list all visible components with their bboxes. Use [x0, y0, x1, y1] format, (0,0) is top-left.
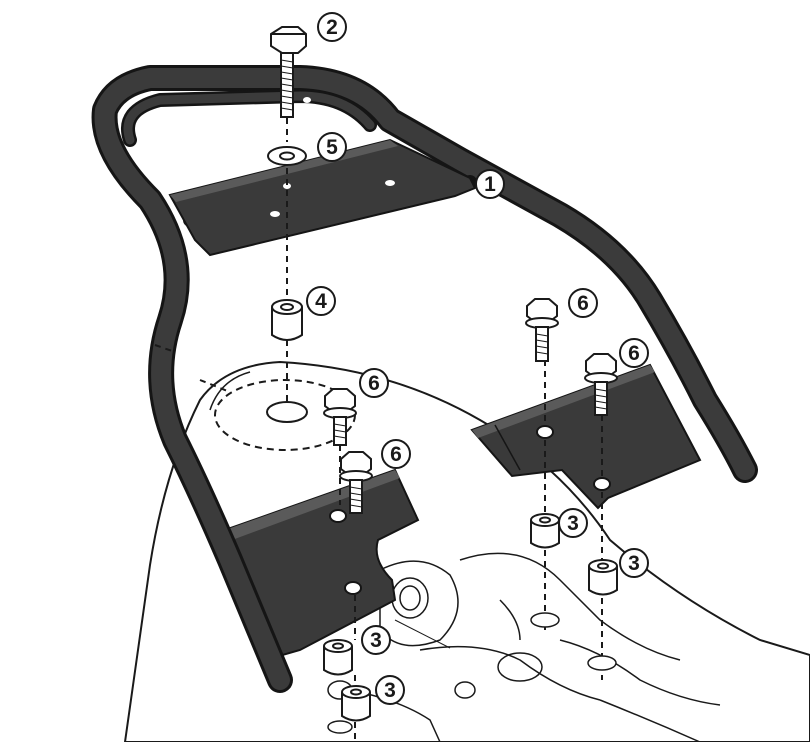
- callout-3a-label: 3: [567, 512, 579, 535]
- callout-6d: 6: [619, 338, 649, 368]
- plate-slot: [385, 180, 395, 186]
- callout-3d-label: 3: [384, 679, 396, 702]
- callout-3b: 3: [619, 548, 649, 578]
- callout-3d: 3: [375, 675, 405, 705]
- callout-4: 4: [306, 286, 336, 316]
- flange-bolt: [339, 451, 373, 514]
- plate-slot: [270, 211, 280, 217]
- rack-top-plate: [144, 97, 477, 257]
- callout-6d-label: 6: [628, 342, 640, 365]
- flange-bolt: [323, 388, 357, 446]
- callout-1-label: 1: [484, 173, 496, 196]
- callout-3b-label: 3: [628, 552, 640, 575]
- flange-bolt: [584, 353, 618, 416]
- spacer-short: [588, 559, 618, 596]
- callout-5: 5: [317, 132, 347, 162]
- frame-chain: [394, 619, 451, 649]
- callout-2-label: 2: [326, 16, 338, 39]
- callout-3c-label: 3: [370, 629, 382, 652]
- spacer-tall: [271, 299, 303, 341]
- callout-6c-label: 6: [577, 292, 589, 315]
- callout-3a: 3: [558, 508, 588, 538]
- seat-mount-hole: [266, 401, 308, 423]
- callout-4-label: 4: [315, 290, 327, 313]
- plate-slot: [303, 97, 311, 103]
- callout-2: 2: [317, 12, 347, 42]
- callout-3c: 3: [361, 625, 391, 655]
- long-bolt: [270, 26, 307, 118]
- flange-bolt: [525, 298, 559, 362]
- callout-6b-label: 6: [390, 443, 402, 466]
- callout-5-label: 5: [326, 136, 338, 159]
- callout-6a-label: 6: [368, 372, 380, 395]
- callout-1: 1: [475, 169, 505, 199]
- spacer-short: [323, 639, 353, 676]
- washer: [267, 146, 307, 166]
- plate-slot: [144, 132, 152, 138]
- plate-hole: [283, 183, 291, 189]
- frame-mount-holes: [327, 612, 617, 734]
- spacer-short: [530, 513, 560, 549]
- callout-6c: 6: [568, 288, 598, 318]
- spacer-short: [341, 685, 371, 722]
- callout-6a: 6: [359, 368, 389, 398]
- callout-6b: 6: [381, 439, 411, 469]
